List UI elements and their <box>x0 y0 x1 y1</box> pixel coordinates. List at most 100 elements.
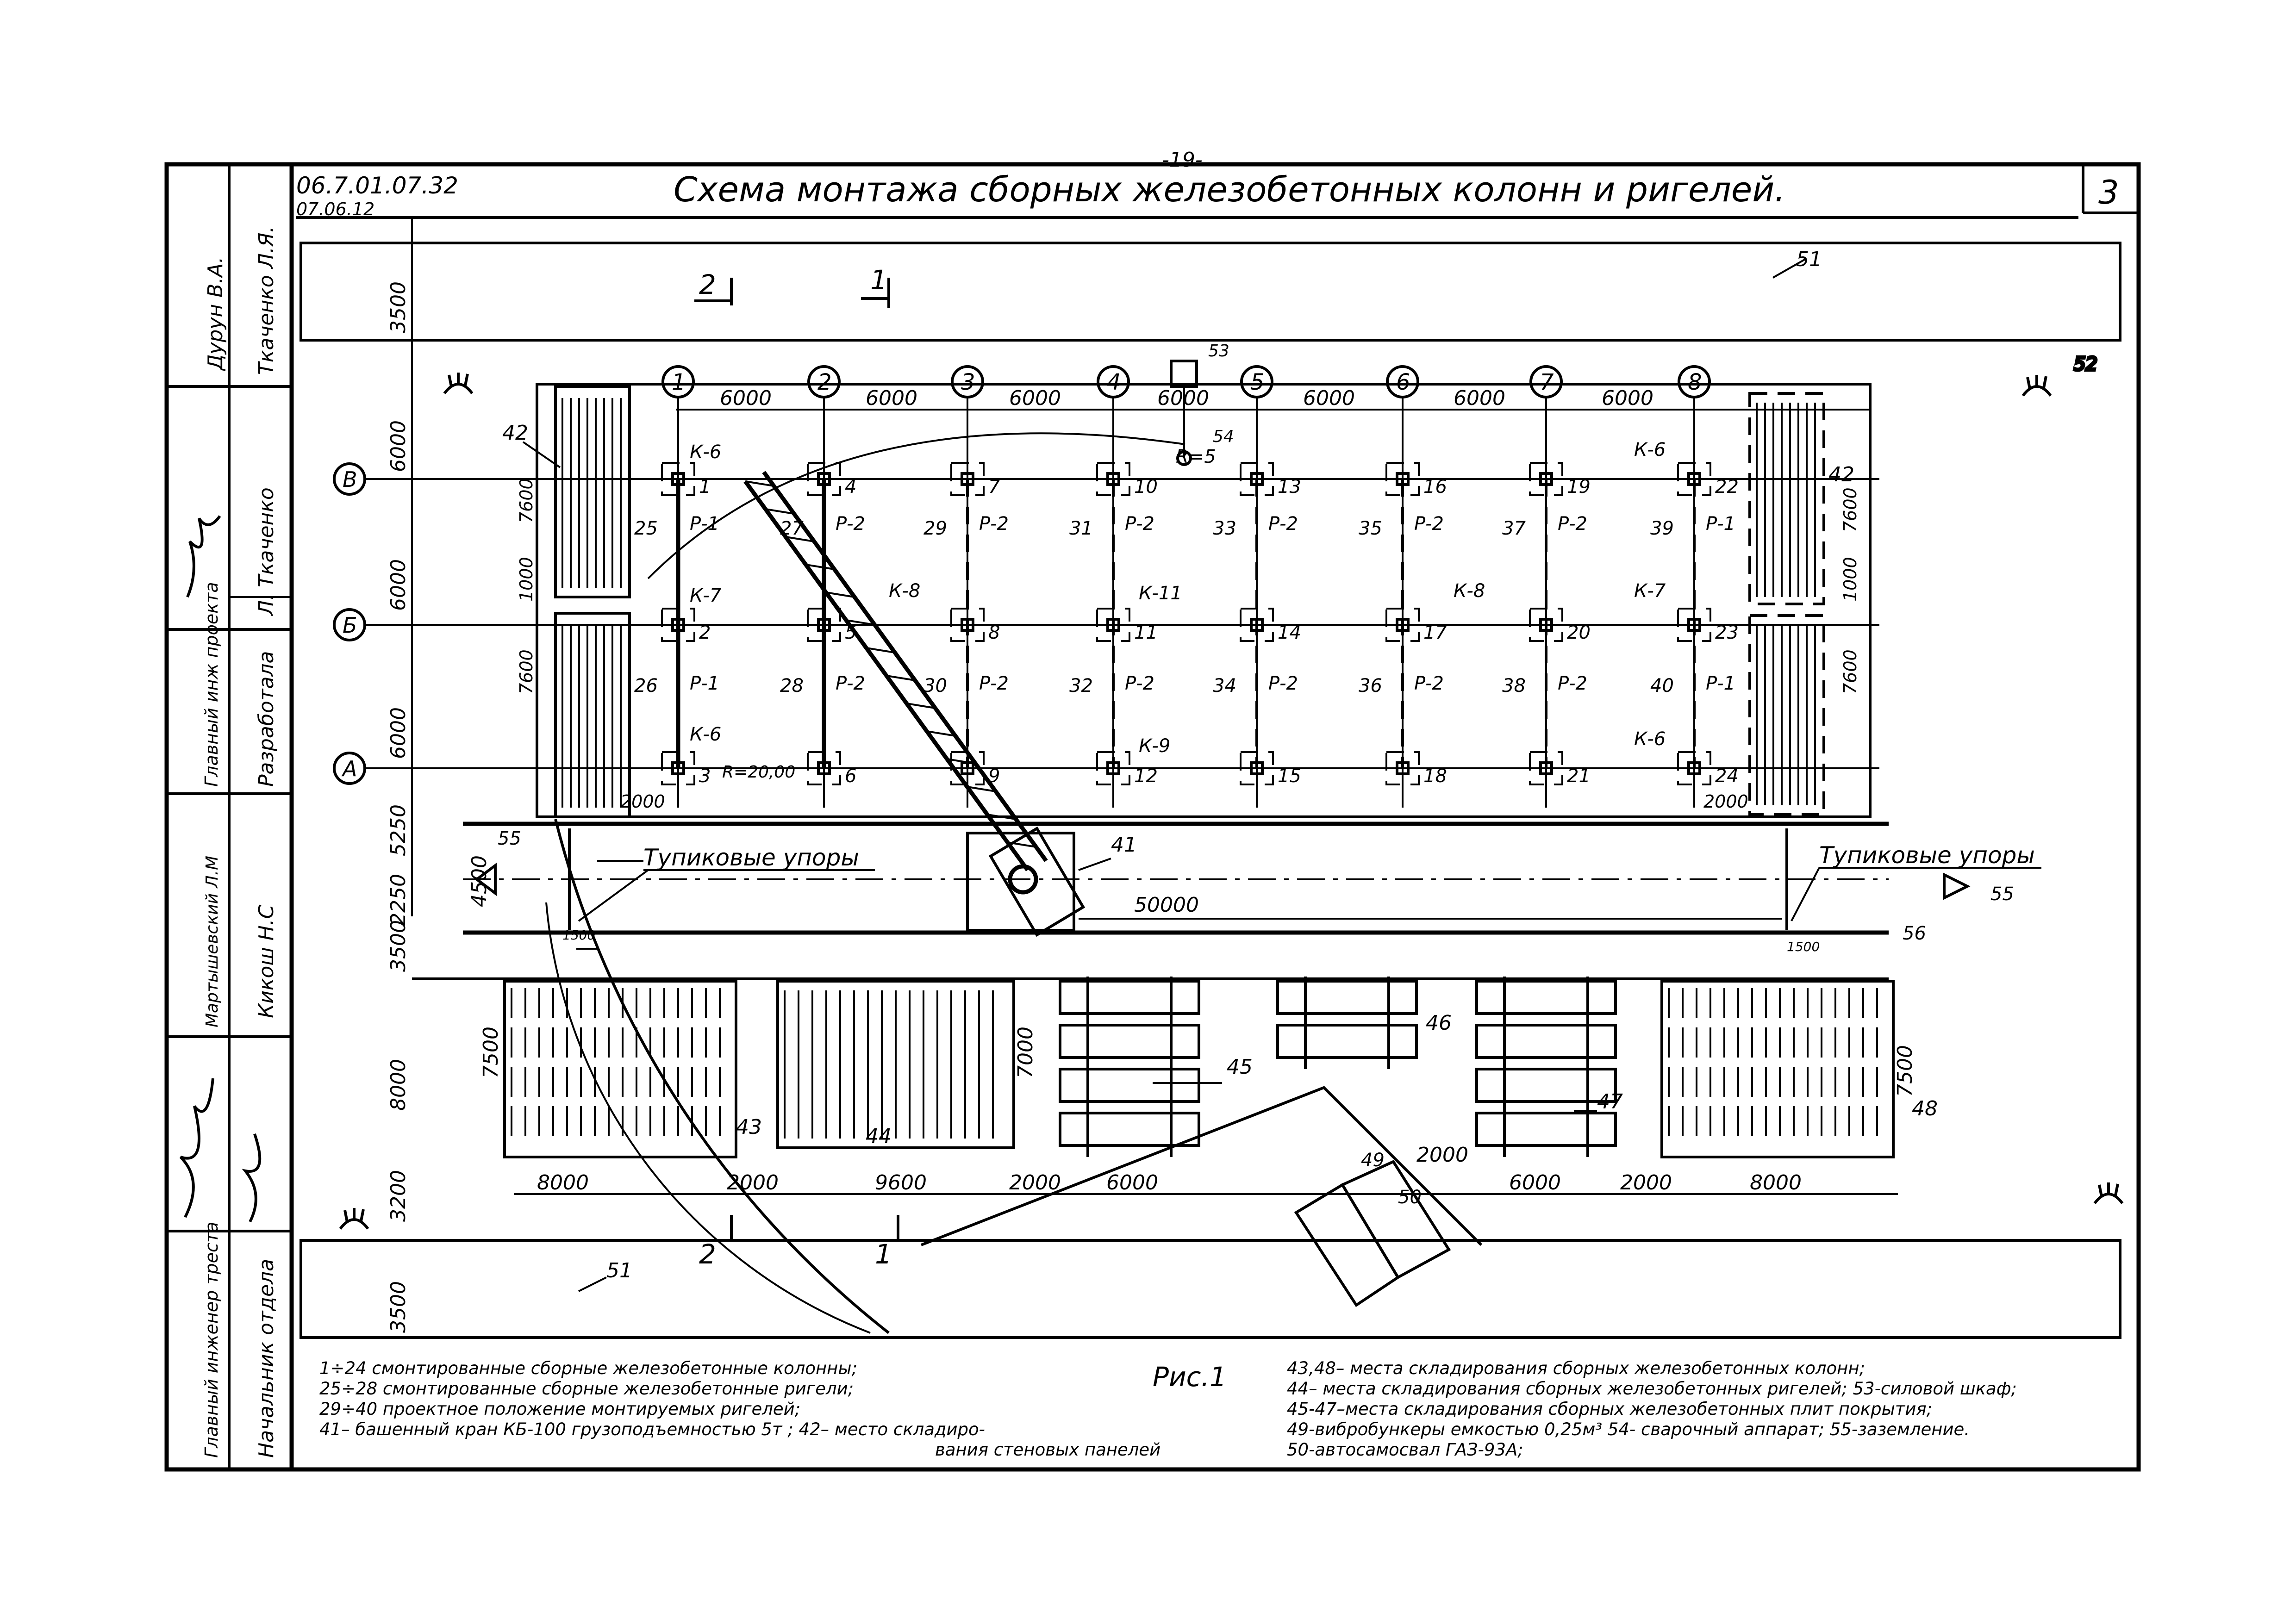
column-footing <box>1529 462 1563 496</box>
stop-label-right: Тупиковые упоры <box>1819 842 2035 869</box>
column-footing <box>1529 608 1563 642</box>
stamp-cell: Л. Ткаченко <box>255 487 278 616</box>
column <box>1687 761 1701 775</box>
column-number: 19 <box>1567 476 1591 498</box>
legend-right: 43,48– места складирования сборных желез… <box>1287 1358 2017 1460</box>
column-number: 3 <box>699 765 711 787</box>
beam-number: 37 <box>1502 518 1526 539</box>
column-number: 10 <box>1134 476 1158 498</box>
dim: 7600 <box>1840 649 1860 694</box>
lattice-brace <box>805 564 835 570</box>
dim: 8000 <box>537 1171 589 1195</box>
column-footing <box>1677 608 1711 642</box>
eye-icon <box>2093 1182 2124 1204</box>
dim: 7600 <box>516 649 537 694</box>
label-42: 42 <box>502 421 528 445</box>
section-1-label: 1 <box>875 1238 892 1270</box>
eye-icon <box>2021 375 2052 397</box>
column-footing <box>1240 751 1274 785</box>
span-dim: 6000 <box>1157 386 1209 410</box>
legend-line: 25÷28 смонтированные сборные железобетон… <box>319 1379 854 1399</box>
drawing-code: 06.7.01.07.32 <box>296 172 458 199</box>
stored-slab <box>1059 1024 1200 1059</box>
column-footing <box>807 608 841 642</box>
column <box>1250 761 1264 775</box>
beam-type: Р-1 <box>1706 673 1735 694</box>
stamp-cell: Начальник отдела <box>255 1259 278 1458</box>
beam-number: 35 <box>1359 518 1382 539</box>
signature-mark <box>179 1078 214 1218</box>
column <box>1539 761 1553 775</box>
dim: 2000 <box>1009 1171 1061 1195</box>
axis-label: В <box>343 467 357 492</box>
lattice-brace <box>785 536 815 542</box>
column-footing <box>1677 751 1711 785</box>
signature-mark <box>186 515 221 598</box>
lattice-brace <box>987 814 1016 820</box>
column <box>1539 472 1553 486</box>
stamp-cell: Ткаченко Л.Я. <box>255 226 278 375</box>
dim: 4500 <box>468 855 491 907</box>
stamp-block: Дурун В.А. Ткаченко Л.Я. Л. Ткаченко Гла… <box>179 226 278 1458</box>
dim-stop-right: 1500 <box>1787 939 1820 954</box>
column-type: К-9 <box>1139 735 1170 757</box>
axis-bubble <box>1529 365 1563 398</box>
lattice-brace <box>825 591 855 598</box>
beam-type: Р-2 <box>1558 673 1587 694</box>
column-number: 14 <box>1278 622 1301 643</box>
dim: 6000 <box>1106 1171 1158 1195</box>
column <box>1106 618 1120 632</box>
column <box>961 618 974 632</box>
dim: 9600 <box>875 1171 927 1195</box>
dim: 6000 <box>387 559 410 611</box>
axis-label: 3 <box>961 369 975 395</box>
stored-slab <box>1059 980 1200 1015</box>
drawing-title: Схема монтажа сборных железобетонных кол… <box>674 170 1785 210</box>
viewpoint-icons: 52 <box>339 352 2124 1230</box>
dim: 2250 <box>387 874 410 926</box>
dim: 5250 <box>387 804 410 856</box>
column-number: 18 <box>1423 765 1447 787</box>
stored-slab <box>1475 1112 1617 1147</box>
dim: 2000 <box>620 791 665 812</box>
eye-icon <box>339 1208 369 1230</box>
column-number: 16 <box>1423 476 1447 498</box>
span-dimensions: 6000 6000 6000 6000 6000 6000 6000 <box>720 386 1653 410</box>
lattice-brace <box>926 730 956 737</box>
column-footing <box>1096 751 1130 785</box>
road-top: 51 <box>299 218 2121 916</box>
stop-label-left: Тупиковые упоры <box>643 844 859 871</box>
dim: 2000 <box>727 1171 779 1195</box>
beam-type: Р-2 <box>979 673 1009 694</box>
truck-area: 49 50 <box>920 1086 1483 1307</box>
label-46: 46 <box>1426 1011 1452 1035</box>
beam-type: Р-2 <box>836 673 865 694</box>
lattice-brace <box>906 703 936 709</box>
dim-50000: 50000 <box>1134 893 1199 917</box>
crane-swing-arc <box>545 902 871 1334</box>
label-55: 55 <box>1990 884 2014 905</box>
label-42: 42 <box>1828 463 1854 486</box>
stored-slab <box>1059 1112 1200 1147</box>
beam-number: 31 <box>1069 518 1093 539</box>
crane-track: 50000 Тупиковые упоры Тупиковые упоры 15… <box>463 821 2041 954</box>
tower-crane: 41 R=20,00 R=5 <box>545 432 1216 1334</box>
section-2-label: 2 <box>699 269 716 300</box>
beam-number: 30 <box>923 675 947 697</box>
column-footing <box>1240 608 1274 642</box>
legend-left: 1÷24 смонтированные сборные железобетонн… <box>319 1358 1160 1460</box>
axis-label: А <box>341 756 357 781</box>
legend-line: 50-автосамосвал ГАЗ-93А; <box>1287 1440 1523 1460</box>
drawing-frame <box>164 162 2141 1472</box>
label-54: 54 <box>1213 427 1234 446</box>
column-number: 17 <box>1423 622 1447 643</box>
road-label: 51 <box>1796 248 1822 271</box>
label-50: 50 <box>1398 1187 1422 1208</box>
section-marks-top: 2 1 <box>694 264 890 308</box>
beam-number: 36 <box>1359 675 1382 697</box>
lattice-brace <box>886 675 916 681</box>
axis-label: 6 <box>1396 369 1410 395</box>
crane-reach-arc <box>554 819 890 1334</box>
column-type: К-6 <box>1634 728 1666 750</box>
label-45: 45 <box>1227 1055 1253 1079</box>
